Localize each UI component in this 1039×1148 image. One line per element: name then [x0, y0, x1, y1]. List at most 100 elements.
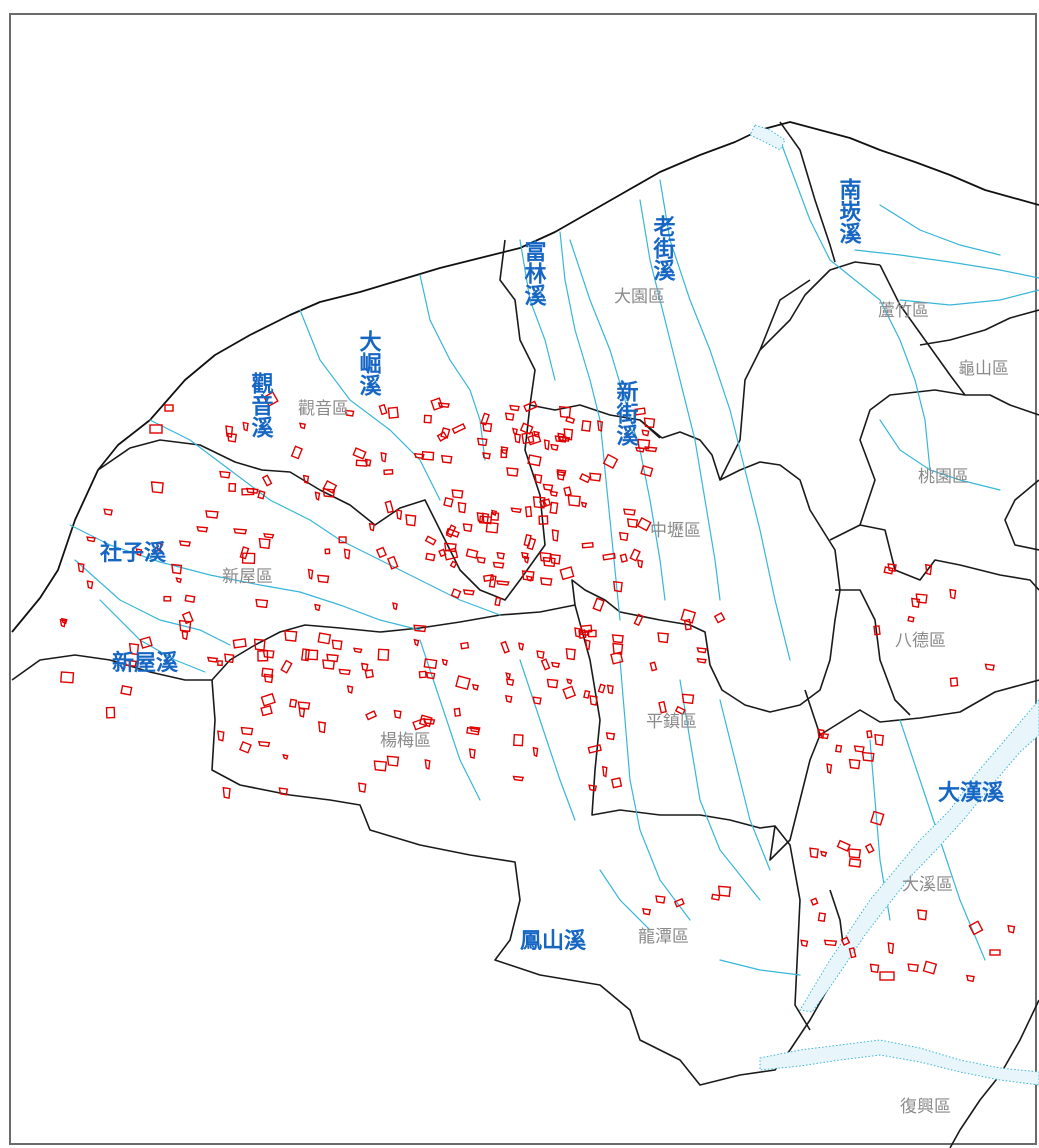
pond-outline [239, 740, 252, 754]
district-label-dayuan: 大園區 [614, 287, 665, 307]
pond-outline [261, 474, 273, 487]
pond-outline [424, 535, 437, 546]
pond-outline [658, 700, 667, 714]
pond-outline [581, 420, 592, 432]
pond-outline [331, 639, 343, 651]
pond-outline [455, 675, 471, 691]
pond-outline [546, 678, 559, 689]
pond-outline [263, 673, 274, 684]
pond-outline [253, 638, 266, 651]
pond-outline [640, 465, 654, 478]
pond-outline [966, 974, 975, 983]
pond-outline [633, 613, 644, 627]
pond-outline [150, 481, 164, 494]
pond-outline [480, 412, 490, 426]
pond-outline [853, 745, 865, 753]
pond-outline [299, 422, 307, 430]
pond-outline [542, 483, 554, 491]
district-label-taoyuan: 桃園區 [918, 467, 969, 487]
pond-outline [77, 562, 85, 573]
pond-outline [538, 499, 548, 509]
pond-outline [260, 692, 276, 707]
pond-outline [386, 555, 399, 570]
pond-outline [297, 701, 311, 710]
pond-outline [346, 685, 354, 694]
district-label-daxi: 大溪區 [902, 875, 953, 895]
pond-outline [611, 634, 624, 644]
pond-outline [826, 763, 833, 774]
pond-outline [924, 563, 933, 576]
pond-outline [567, 494, 581, 507]
pond-outline [462, 589, 475, 596]
pond-outline [171, 563, 183, 575]
pond-outline [680, 608, 697, 624]
pond-outline [642, 907, 652, 916]
pond-outline [365, 710, 378, 721]
pond-outline [262, 649, 275, 659]
pond-outline [149, 424, 163, 434]
pond-outline [657, 632, 669, 644]
river-label-fengshan: 鳳山溪 [520, 929, 587, 954]
pond-outline [453, 707, 462, 717]
pond-outline [255, 598, 269, 609]
pond-outline [626, 518, 639, 528]
pond-outline [393, 709, 402, 719]
pond-outline [245, 487, 259, 494]
pond-outline [288, 698, 298, 708]
pond-outline [418, 670, 427, 679]
pond-outline [425, 671, 436, 680]
river-label-laojie: 老街溪 [650, 215, 677, 282]
pond-outline [226, 432, 237, 443]
pond-outline [817, 912, 827, 923]
pond-outline [196, 526, 209, 533]
pond-outline [847, 848, 862, 859]
pond-outline [523, 533, 532, 547]
pond-outline [581, 542, 594, 549]
pond-outline [597, 683, 606, 694]
river-label-nankan: 南崁溪 [836, 178, 862, 245]
pond-outline [257, 740, 271, 748]
pond-outline [225, 425, 234, 438]
pond-outline [284, 630, 298, 642]
pond-outline [550, 661, 561, 669]
river-label-shezi: 社子溪 [100, 540, 167, 566]
pond-outline [481, 512, 490, 525]
pond-outline [532, 496, 546, 509]
district-label-pingzhen: 平鎮區 [646, 712, 697, 732]
map-frame [9, 13, 1037, 1145]
pond-outline [124, 659, 138, 667]
pond-outline [513, 733, 524, 747]
pond-outline [482, 422, 493, 433]
pond-outline [466, 726, 480, 736]
river-label-fulin: 富林溪 [521, 239, 547, 307]
pond-outline [542, 556, 556, 568]
pond-outline [380, 451, 387, 463]
pond-outline [820, 732, 830, 740]
pond-outline [870, 810, 885, 826]
pond-outline [135, 548, 143, 557]
pond-outline [457, 501, 467, 514]
pond-outline [178, 540, 191, 547]
pond-outline [612, 642, 624, 655]
pond-outline [989, 949, 1001, 956]
pond-outline [511, 427, 518, 435]
pond-outline [423, 414, 432, 424]
pond-outline [377, 648, 390, 661]
pond-outline [436, 431, 448, 442]
pond-outline [445, 527, 460, 538]
pond-outline [217, 730, 225, 742]
pond-outline [476, 511, 484, 523]
pond-outline [233, 528, 248, 535]
pond-outline [163, 595, 172, 602]
pond-outline [509, 404, 520, 412]
pond-outline [476, 437, 488, 447]
pond-outline [606, 684, 614, 695]
pond-outline [649, 661, 658, 672]
pond-outline [823, 939, 838, 947]
pond-outline [451, 489, 464, 499]
pond-outline [848, 858, 862, 868]
pond-outline [817, 728, 825, 739]
pond-outline [556, 469, 567, 477]
pond-outline [364, 458, 372, 467]
